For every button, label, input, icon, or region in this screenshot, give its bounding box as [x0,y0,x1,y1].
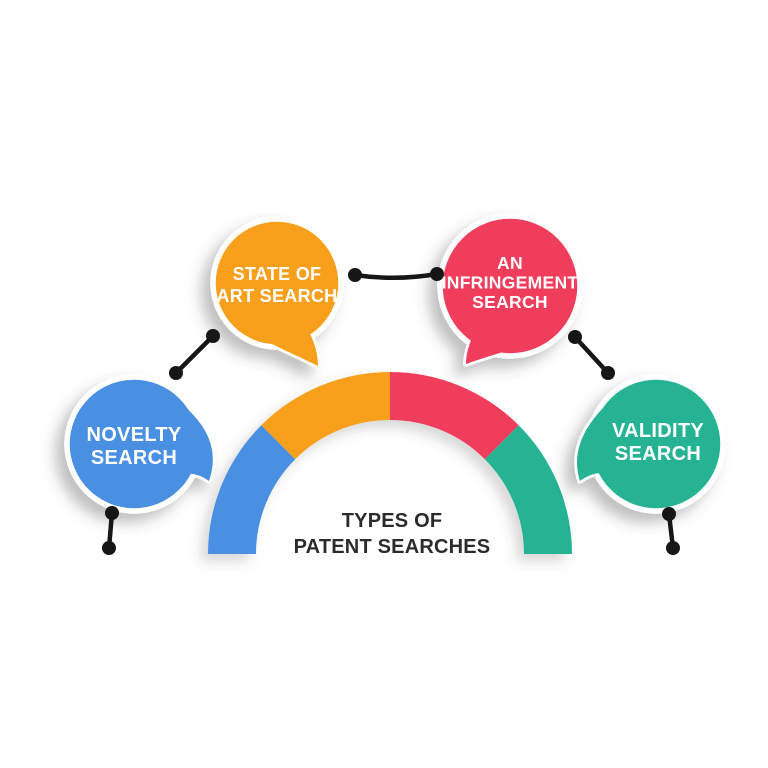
bubble-infringement-circle [437,213,583,359]
bubble-validity-label-line-2: SEARCH [615,443,701,465]
bubble-validity: VALIDITY SEARCH [574,374,726,514]
bubble-infringement-label-line-2: INFRINGEMENT [442,273,579,293]
bubble-novelty-tail-fill [156,406,213,486]
connector-dot [102,541,116,555]
connector-dot [430,267,444,281]
connectors [102,267,680,555]
arc-segment-state-of-art [261,371,390,460]
connector-dot [169,366,183,380]
bubble-infringement-label-line-1: AN [497,253,523,273]
connector-novelty-stateofart [173,333,216,376]
title: TYPES OF PATENT SEARCHES [294,510,491,558]
connector-infringement-validity [572,334,611,376]
bubble-infringement-tail-fill [466,322,514,364]
bubble-state-of-art-label-line-2: ART SEARCH [216,286,337,306]
connector-dot [206,329,220,343]
connector-dot [662,507,676,521]
bubble-novelty-label-line-2: SEARCH [91,447,177,469]
semicircle-donut [208,371,572,554]
title-line-2: PATENT SEARCHES [294,536,491,558]
connector-dot [666,541,680,555]
bubble-novelty: NOVELTY SEARCH [64,374,216,514]
title-line-1: TYPES OF [342,510,443,532]
bubble-infringement-label-line-3: SEARCH [472,292,548,312]
bubble-infringement-shape [437,213,583,367]
bubble-infringement: AN INFRINGEMENT SEARCH [437,213,583,367]
bubble-novelty-shape [64,374,216,514]
bubble-state-of-art-circle [210,216,344,350]
bubble-state-of-art-shape [210,216,344,369]
bubble-state-of-art-label-line-1: STATE OF [233,264,322,284]
arc-segment-infringement [390,371,519,460]
connector-dot [348,268,362,282]
arc-segment-validity [484,425,572,554]
connector-stateofart-infringement [352,271,440,280]
bubble-validity-shape [574,374,726,514]
connector-dot [601,366,615,380]
bubble-state-of-art: STATE OF ART SEARCH [210,216,344,369]
connector-dot [568,330,582,344]
bubble-validity-label-line-1: VALIDITY [612,420,704,442]
connector-dot [105,506,119,520]
bubble-validity-tail-fill [577,404,634,485]
bubble-state-of-art-tail-fill [272,322,318,366]
arc-segment-novelty [208,425,296,554]
bubble-novelty-label-line-1: NOVELTY [86,424,181,446]
